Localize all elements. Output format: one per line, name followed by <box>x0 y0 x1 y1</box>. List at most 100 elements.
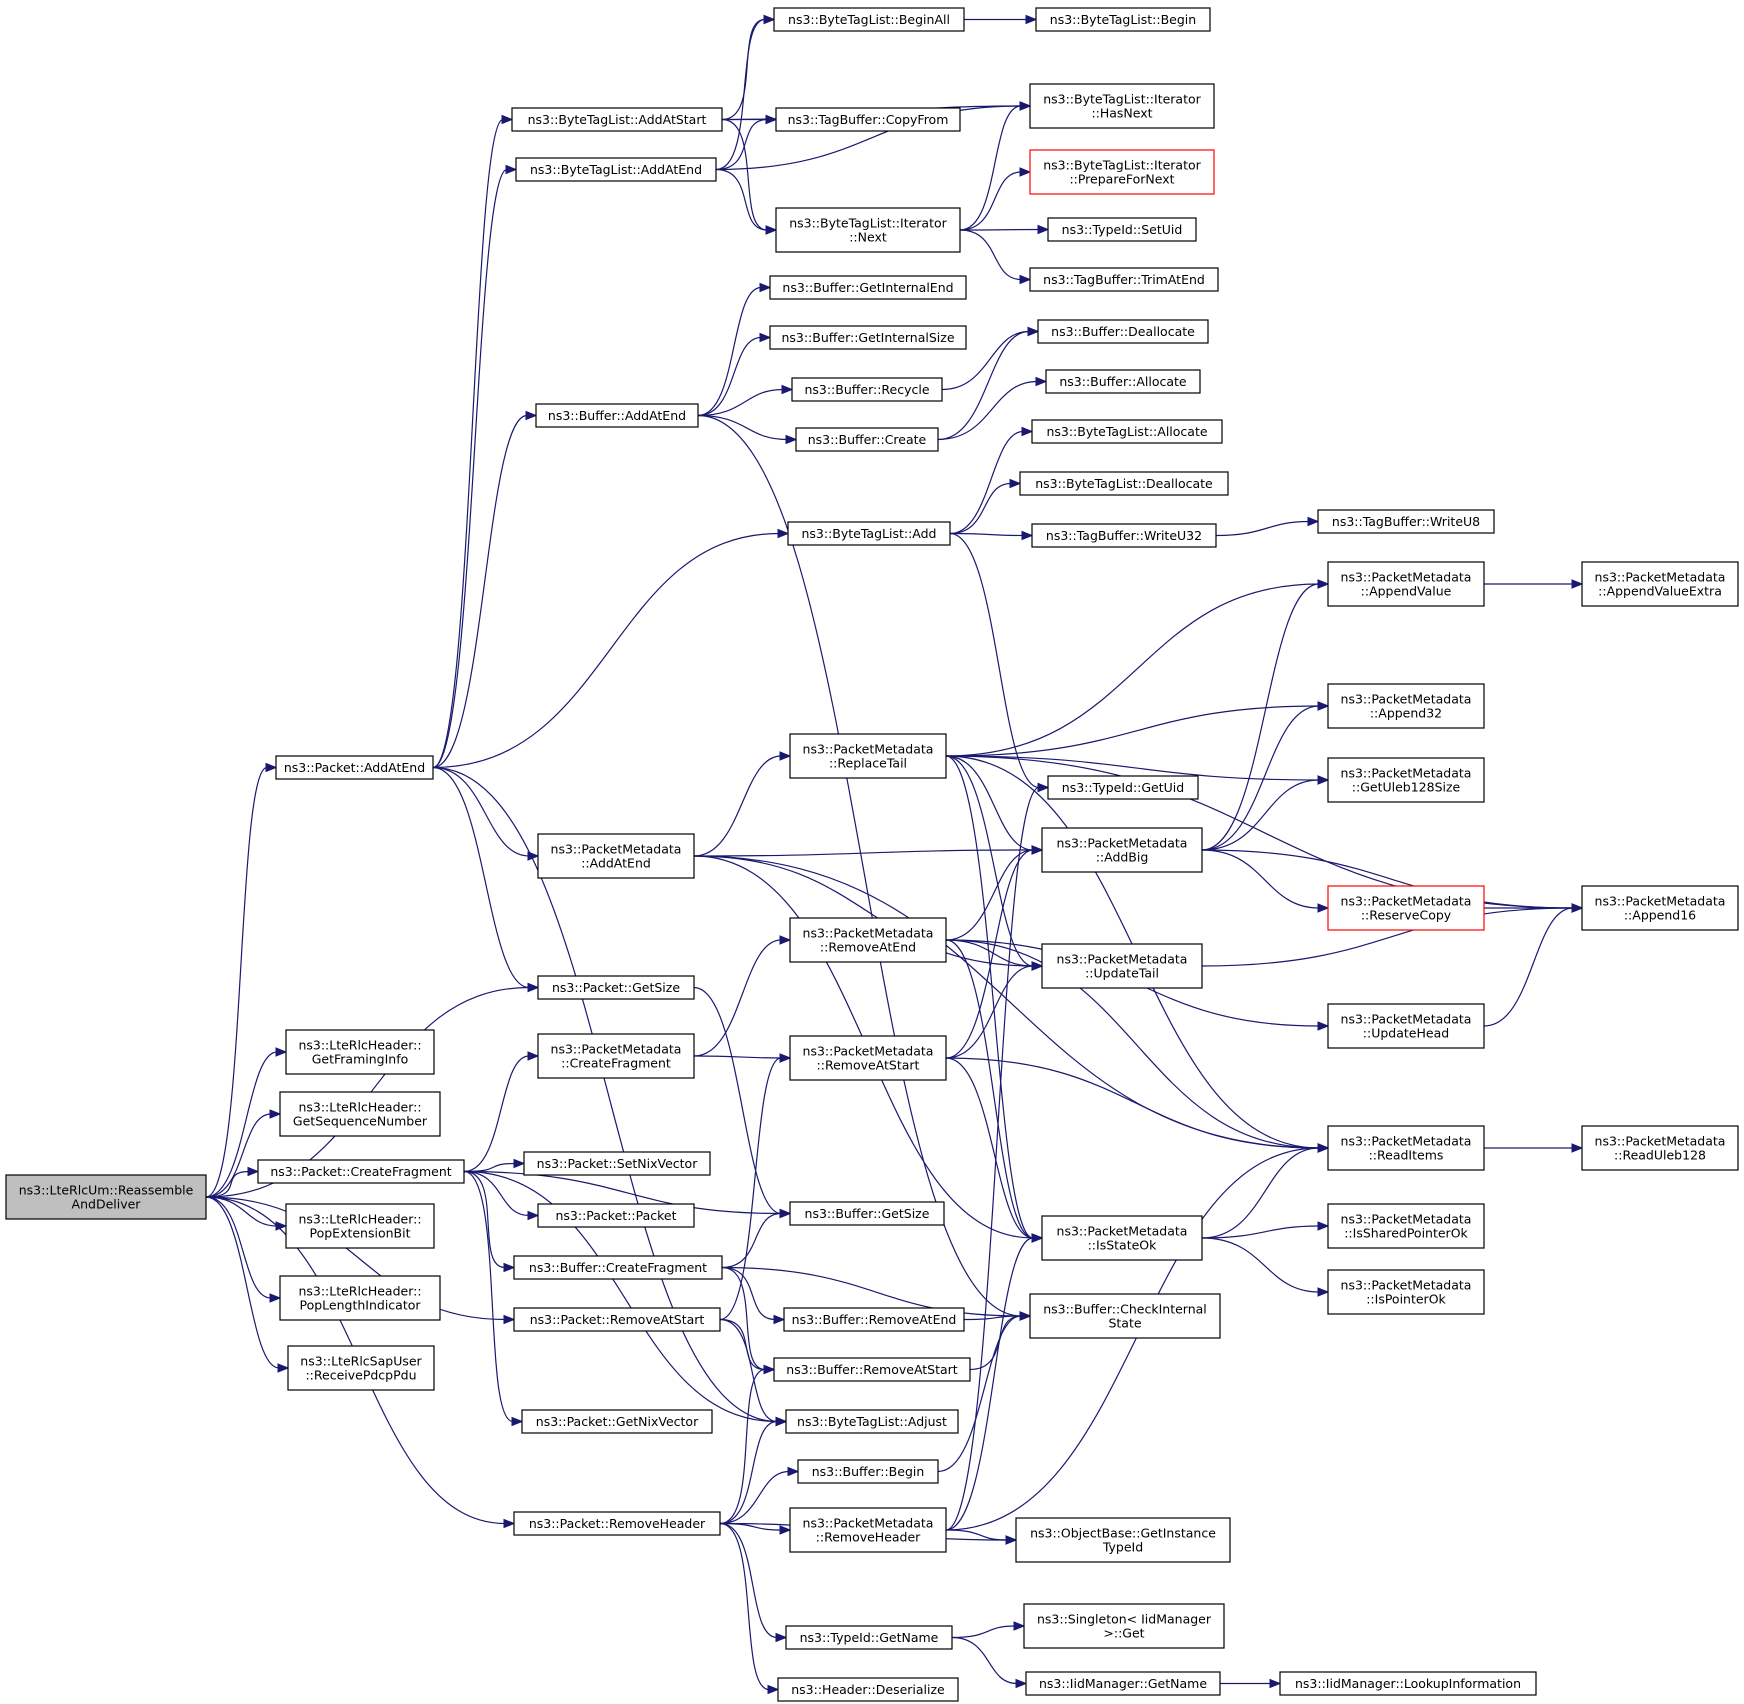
node-ns3-bytetaglist-deallocate[interactable]: ns3::ByteTagList::Deallocate <box>1019 471 1229 496</box>
edge-n1-n11 <box>432 168 508 769</box>
node-ns3-packetmetadata-getuleb128size[interactable]: ns3::PacketMetadata::GetUleb128Size <box>1327 757 1485 803</box>
node-label: ns3::PacketMetadata <box>803 926 934 941</box>
node-ns3-bytetaglist-iterator-hasnext[interactable]: ns3::ByteTagList::Iterator::HasNext <box>1029 83 1215 129</box>
node-ns3-packet-packet[interactable]: ns3::Packet::Packet <box>537 1203 695 1228</box>
node-ns3-packetmetadata-addatend[interactable]: ns3::PacketMetadata::AddAtEnd <box>537 833 695 879</box>
node-label: ns3::Buffer::RemoveAtEnd <box>792 1312 957 1327</box>
node-ns3-buffer-addatend[interactable]: ns3::Buffer::AddAtEnd <box>535 403 699 428</box>
node-ns3-buffer-removeatstart[interactable]: ns3::Buffer::RemoveAtStart <box>773 1357 971 1382</box>
node-box <box>1025 1671 1221 1696</box>
arrowhead <box>1571 903 1584 913</box>
node-ns3-header-deserialize[interactable]: ns3::Header::Deserialize <box>777 1677 959 1702</box>
node-ns3-bytetaglist-addatstart[interactable]: ns3::ByteTagList::AddAtStart <box>511 107 723 132</box>
node-box <box>511 107 723 132</box>
edge-n33-n34 <box>1201 849 1320 909</box>
node-ns3-bytetaglist-iterator-preparefornext[interactable]: ns3::ByteTagList::Iterator::PrepareForNe… <box>1029 149 1215 195</box>
node-box <box>1581 561 1739 607</box>
node-ns3-typeid-setuid[interactable]: ns3::TypeId::SetUid <box>1047 217 1197 242</box>
node-ns3-iidmanager-lookupinformation[interactable]: ns3::IidManager::LookupInformation <box>1279 1671 1537 1696</box>
node-label: ns3::Buffer::CreateFragment <box>529 1260 707 1275</box>
node-ns3-buffer-create[interactable]: ns3::Buffer::Create <box>795 427 939 452</box>
arrowhead <box>1005 1535 1018 1545</box>
node-ns3-packetmetadata-readuleb128[interactable]: ns3::PacketMetadata::ReadUleb128 <box>1581 1125 1739 1171</box>
edge-n33-n32 <box>1201 779 1320 851</box>
node-ns3-packetmetadata-removeatend[interactable]: ns3::PacketMetadata::RemoveAtEnd <box>789 917 947 963</box>
node-ns3-bytetaglist-add[interactable]: ns3::ByteTagList::Add <box>787 521 951 546</box>
node-ns3-buffer-removeatend[interactable]: ns3::Buffer::RemoveAtEnd <box>783 1307 965 1332</box>
node-ns3-tagbuffer-writeu32[interactable]: ns3::TagBuffer::WriteU32 <box>1031 523 1217 548</box>
node-ns3-tagbuffer-copyfrom[interactable]: ns3::TagBuffer::CopyFrom <box>775 107 961 132</box>
arrowhead <box>1015 1678 1028 1689</box>
node-ns3-buffer-deallocate[interactable]: ns3::Buffer::Deallocate <box>1037 319 1209 344</box>
node-ns3-bytetaglist-begin[interactable]: ns3::ByteTagList::Begin <box>1035 7 1211 32</box>
node-ns3-packetmetadata-updatehead[interactable]: ns3::PacketMetadata::UpdateHead <box>1327 1003 1485 1049</box>
arrowhead <box>1317 1143 1330 1153</box>
node-ns3-packetmetadata-isstateok[interactable]: ns3::PacketMetadata::IsStateOk <box>1041 1215 1203 1261</box>
node-ns3-packetmetadata-reservecopy[interactable]: ns3::PacketMetadata::ReserveCopy <box>1327 885 1485 931</box>
node-box <box>1041 943 1203 989</box>
edge-n17-n18 <box>937 380 1038 441</box>
arrowhead <box>527 1051 540 1061</box>
node-ns3-lterlcheader-popextensionbit[interactable]: ns3::LteRlcHeader::PopExtensionBit <box>285 1203 435 1249</box>
node-ns3-packet-removeatstart[interactable]: ns3::Packet::RemoveAtStart <box>513 1307 721 1332</box>
arrowhead <box>1019 101 1032 111</box>
node-ns3-packetmetadata-addbig[interactable]: ns3::PacketMetadata::AddBig <box>1041 827 1203 873</box>
node-ns3-packet-removeheader[interactable]: ns3::Packet::RemoveHeader <box>513 1511 721 1536</box>
node-ns3-packetmetadata-updatetail[interactable]: ns3::PacketMetadata::UpdateTail <box>1041 943 1203 989</box>
node-ns3-tagbuffer-writeu8[interactable]: ns3::TagBuffer::WriteU8 <box>1317 509 1495 534</box>
node-ns3-packetmetadata-append16[interactable]: ns3::PacketMetadata::Append16 <box>1581 885 1739 931</box>
node-ns3-buffer-begin[interactable]: ns3::Buffer::Begin <box>797 1459 939 1484</box>
node-ns3-lterlcheader-getframinginfo[interactable]: ns3::LteRlcHeader::GetFramingInfo <box>285 1029 435 1075</box>
node-label: ::AppendValue <box>1361 584 1452 599</box>
node-label: ns3::ByteTagList::AddAtEnd <box>530 162 702 177</box>
node-label: ns3::PacketMetadata <box>1341 692 1472 707</box>
node-ns3-packet-setnixvector[interactable]: ns3::Packet::SetNixVector <box>523 1151 711 1176</box>
node-box <box>1023 1603 1225 1649</box>
node-ns3-packetmetadata-appendvalueextra[interactable]: ns3::PacketMetadata::AppendValueExtra <box>1581 561 1739 607</box>
node-ns3-bytetaglist-beginall[interactable]: ns3::ByteTagList::BeginAll <box>773 7 965 32</box>
node-label: ::AddBig <box>1096 850 1149 865</box>
node-ns3-buffer-getinternalend[interactable]: ns3::Buffer::GetInternalEnd <box>769 275 967 300</box>
node-ns3-packetmetadata-ispointerok[interactable]: ns3::PacketMetadata::IsPointerOk <box>1327 1269 1485 1315</box>
node-ns3-packetmetadata-readitems[interactable]: ns3::PacketMetadata::ReadItems <box>1327 1125 1485 1171</box>
edge-n20-n21 <box>949 430 1024 535</box>
edge-n52-n19 <box>721 1266 1022 1317</box>
arrowhead <box>275 1047 288 1057</box>
node-ns3-typeid-getname[interactable]: ns3::TypeId::GetName <box>785 1625 953 1650</box>
node-ns3-packet-getsize[interactable]: ns3::Packet::GetSize <box>537 975 695 1000</box>
node-ns3-packet-addatend[interactable]: ns3::Packet::AddAtEnd <box>275 755 434 780</box>
node-ns3-packetmetadata-append32[interactable]: ns3::PacketMetadata::Append32 <box>1327 683 1485 729</box>
node-ns3-iidmanager-getname[interactable]: ns3::IidManager::GetName <box>1025 1671 1221 1696</box>
node-ns3-bytetaglist-addatend[interactable]: ns3::ByteTagList::AddAtEnd <box>515 157 717 182</box>
node-ns3-buffer-getinternalsize[interactable]: ns3::Buffer::GetInternalSize <box>769 325 967 350</box>
node-ns3-singleton-iidmanager-get[interactable]: ns3::Singleton< IidManager >::Get <box>1023 1603 1225 1649</box>
node-ns3-packetmetadata-removeatstart[interactable]: ns3::PacketMetadata::RemoveAtStart <box>789 1035 947 1081</box>
node-ns3-bytetaglist-allocate[interactable]: ns3::ByteTagList::Allocate <box>1031 419 1223 444</box>
node-ns3-buffer-getsize[interactable]: ns3::Buffer::GetSize <box>789 1201 945 1226</box>
node-ns3-packet-createfragment[interactable]: ns3::Packet::CreateFragment <box>257 1159 465 1184</box>
arrowhead <box>1317 775 1330 785</box>
node-ns3-packetmetadata-removeheader[interactable]: ns3::PacketMetadata::RemoveHeader <box>789 1507 947 1553</box>
arrowhead <box>265 762 278 773</box>
node-ns3-buffer-recycle[interactable]: ns3::Buffer::Recycle <box>791 377 943 402</box>
node-ns3-packetmetadata-createfragment[interactable]: ns3::PacketMetadata::CreateFragment <box>537 1033 695 1079</box>
node-ns3-packet-getnixvector[interactable]: ns3::Packet::GetNixVector <box>521 1409 713 1434</box>
node-ns3-packetmetadata-replacetail[interactable]: ns3::PacketMetadata::ReplaceTail <box>789 733 947 779</box>
node-ns3-lterlcheader-getsequencenumber[interactable]: ns3::LteRlcHeader::GetSequenceNumber <box>279 1091 441 1137</box>
node-ns3-lterlcheader-poplengthindicator[interactable]: ns3::LteRlcHeader::PopLengthIndicator <box>279 1275 441 1321</box>
node-ns3-bytetaglist-iterator-next[interactable]: ns3::ByteTagList::Iterator::Next <box>775 207 961 253</box>
node-ns3-lterlcsapuser-receivepdcppdu[interactable]: ns3::LteRlcSapUser::ReceivePdcpPdu <box>287 1345 435 1391</box>
node-ns3-packetmetadata-appendvalue[interactable]: ns3::PacketMetadata::AppendValue <box>1327 561 1485 607</box>
arrowhead <box>1317 903 1330 913</box>
node-label: ::ReserveCopy <box>1361 908 1452 923</box>
node-ns3-typeid-getuid[interactable]: ns3::TypeId::GetUid <box>1047 775 1199 800</box>
node-ns3-bytetaglist-adjust[interactable]: ns3::ByteTagList::Adjust <box>785 1409 959 1434</box>
node-label: ns3::TagBuffer::CopyFrom <box>788 112 949 127</box>
node-ns3-packetmetadata-issharedpointerok[interactable]: ns3::PacketMetadata::IsSharedPointerOk <box>1327 1203 1485 1249</box>
node-ns3-buffer-createfragment[interactable]: ns3::Buffer::CreateFragment <box>513 1255 723 1280</box>
node-ns3-tagbuffer-trimatend[interactable]: ns3::TagBuffer::TrimAtEnd <box>1029 267 1219 292</box>
node-ns3-buffer-allocate[interactable]: ns3::Buffer::Allocate <box>1045 369 1201 394</box>
